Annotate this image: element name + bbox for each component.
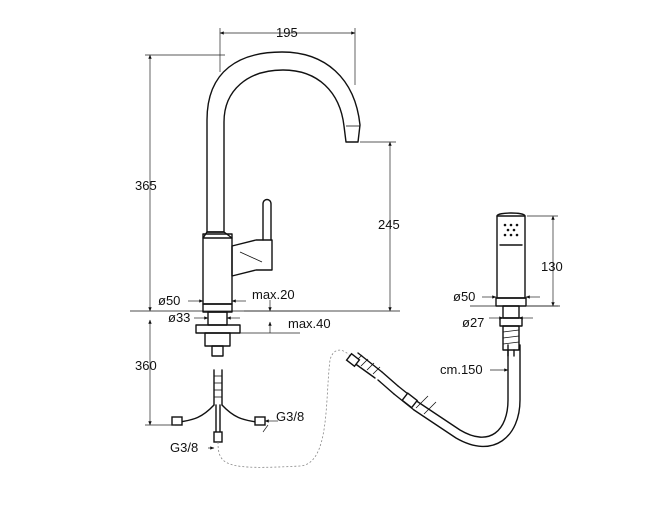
spout — [206, 51, 361, 233]
middle-connector — [213, 431, 223, 443]
handset-shank — [502, 305, 520, 319]
fixing-plate — [195, 324, 241, 334]
dim-shank-diameter: ø33 — [168, 310, 190, 325]
handset-head — [496, 215, 526, 299]
hose-coupling — [401, 392, 419, 409]
base-ring — [202, 303, 233, 313]
lever-detail — [239, 251, 263, 263]
spray-handset: 130 ø50 ø27 — [453, 212, 563, 357]
nut-tip — [211, 345, 224, 357]
spray-nozzle-icon — [503, 223, 519, 237]
shank — [207, 311, 228, 326]
dim-inlet-left: G3/8 — [170, 440, 198, 455]
dim-base-diameter: ø50 — [158, 293, 180, 308]
dim-counter-max-lower: max.40 — [288, 316, 331, 331]
body-neck — [202, 231, 233, 239]
right-hose — [221, 404, 257, 423]
dim-total-height: 365 — [135, 178, 157, 193]
dim-spray-shank-diameter: ø27 — [462, 315, 484, 330]
main-dimensions: 195 365 245 360 ø50 ø33 max.20 max.40 G3… — [135, 25, 400, 455]
lever-handle — [231, 239, 273, 277]
dim-hose-length: cm.150 — [440, 362, 483, 377]
main-faucet — [130, 51, 400, 468]
right-connector — [254, 416, 266, 426]
left-connector — [171, 416, 183, 426]
hose-path-dashed — [217, 349, 351, 468]
handset-thread — [502, 325, 520, 351]
dim-counter-max: max.20 — [252, 287, 295, 302]
hose-connector-left — [345, 352, 361, 368]
mixer-body — [202, 233, 233, 305]
hose-loop — [417, 344, 509, 438]
dim-spray-height: 130 — [541, 259, 563, 274]
fixing-nut — [204, 332, 231, 347]
lever-stem — [262, 198, 272, 241]
hose-segment — [381, 371, 399, 387]
dim-spout-height: 245 — [378, 217, 400, 232]
left-hose — [179, 404, 215, 423]
dim-inlet-right: G3/8 — [276, 409, 304, 424]
dim-below-counter: 360 — [135, 358, 157, 373]
spray-hose: cm.150 — [345, 344, 521, 448]
handset-base-ring — [495, 297, 527, 307]
dim-spray-base-diameter: ø50 — [453, 289, 475, 304]
dim-spout-reach: 195 — [276, 25, 298, 40]
